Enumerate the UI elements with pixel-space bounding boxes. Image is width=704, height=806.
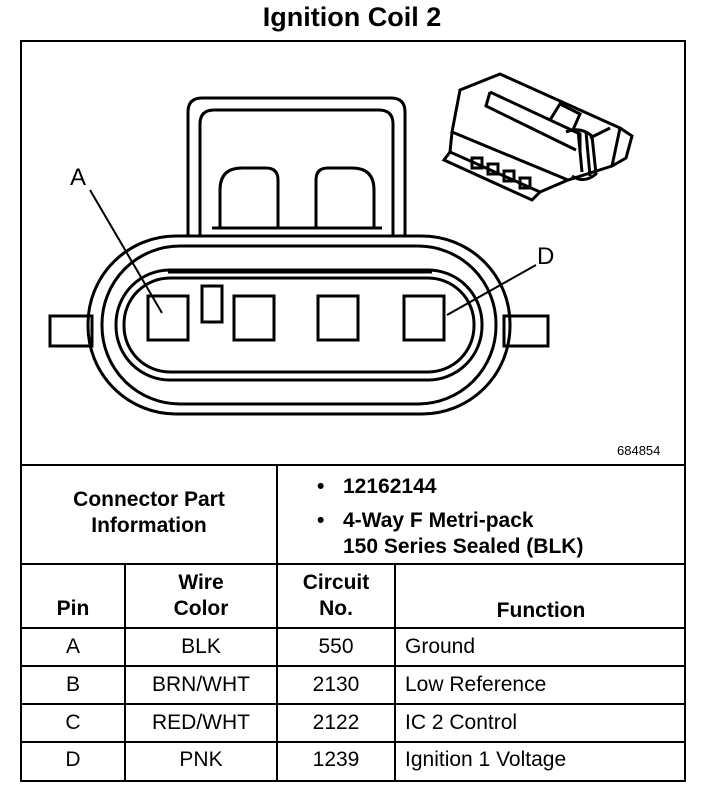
divider [20, 665, 686, 667]
pinout-frame [20, 40, 686, 782]
part-number-value: 12162144 [343, 475, 437, 498]
page-title: Ignition Coil 2 [262, 2, 442, 32]
cell-wire-color: RED/WHT [152, 711, 250, 734]
divider [394, 563, 396, 782]
bullet: • [317, 509, 325, 532]
figure-id: 684854 [617, 443, 661, 458]
cell-function: Ground [405, 635, 476, 658]
cell-pin: D [65, 748, 81, 771]
header-wire-color-line1: Wire [178, 571, 224, 594]
cell-circuit: 1239 [312, 748, 360, 771]
divider [20, 464, 686, 466]
connector-info-label-line1: Connector Part [73, 488, 225, 511]
bullet: • [317, 475, 325, 498]
divider [276, 563, 278, 782]
part-description-line1: 4-Way F Metri-pack [343, 509, 534, 532]
cell-wire-color: BLK [181, 635, 221, 658]
part-description-line2: 150 Series Sealed (BLK) [343, 535, 584, 558]
pin-label-a: A [70, 164, 87, 191]
divider [276, 464, 278, 565]
header-pin: Pin [56, 597, 90, 620]
divider [124, 563, 126, 782]
cell-wire-color: BRN/WHT [152, 673, 250, 696]
cell-circuit: 2122 [312, 711, 360, 734]
header-circuit: Circuit No. [278, 570, 394, 622]
header-circuit-line2: No. [319, 597, 353, 620]
header-function: Function [496, 599, 586, 622]
connector-info-label-line2: Information [91, 514, 207, 537]
cell-function: IC 2 Control [405, 711, 518, 734]
header-circuit-line1: Circuit [302, 571, 370, 594]
divider [20, 741, 686, 743]
cell-function: Ignition 1 Voltage [405, 748, 567, 771]
divider [20, 563, 686, 565]
part-number: • 12162144 [317, 474, 436, 500]
divider [20, 703, 686, 705]
header-wire-color: Wire Color [126, 570, 276, 622]
part-description: • 4-Way F Metri-pack 150 Series Sealed (B… [317, 508, 583, 560]
cell-circuit: 2130 [312, 673, 360, 696]
cell-pin: C [65, 711, 81, 734]
pin-label-d: D [537, 243, 555, 270]
cell-pin: B [65, 673, 80, 696]
header-wire-color-line2: Color [173, 597, 229, 620]
cell-function: Low Reference [405, 673, 547, 696]
cell-pin: A [65, 635, 80, 658]
cell-wire-color: PNK [179, 748, 223, 771]
connector-info-label: Connector Part Information [22, 487, 276, 539]
cell-circuit: 550 [318, 635, 354, 658]
connector-diagram [48, 72, 634, 416]
divider [20, 627, 686, 629]
